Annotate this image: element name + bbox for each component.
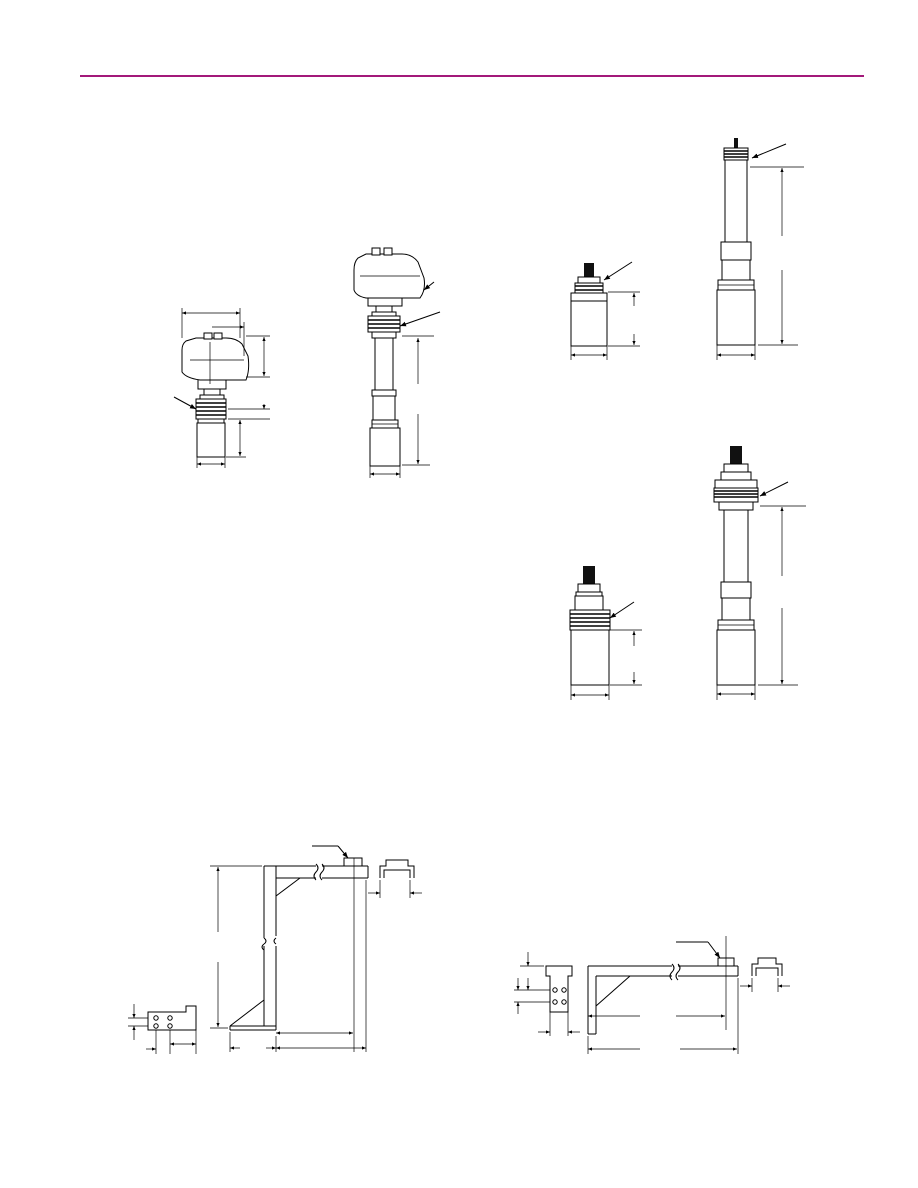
- header-rule: [80, 75, 864, 77]
- sensor-with-enclosure-long: [353, 247, 441, 478]
- sensor-short-small-thread: [570, 261, 640, 360]
- mounting-bracket-tall: [128, 845, 422, 1054]
- sensor-long-large-thread: [713, 446, 806, 700]
- sensor-short-large-thread: [569, 566, 642, 700]
- sensor-with-enclosure-short: [173, 308, 270, 468]
- mounting-bracket-flat: [514, 936, 790, 1054]
- sensor-long-small-thread: [716, 138, 804, 360]
